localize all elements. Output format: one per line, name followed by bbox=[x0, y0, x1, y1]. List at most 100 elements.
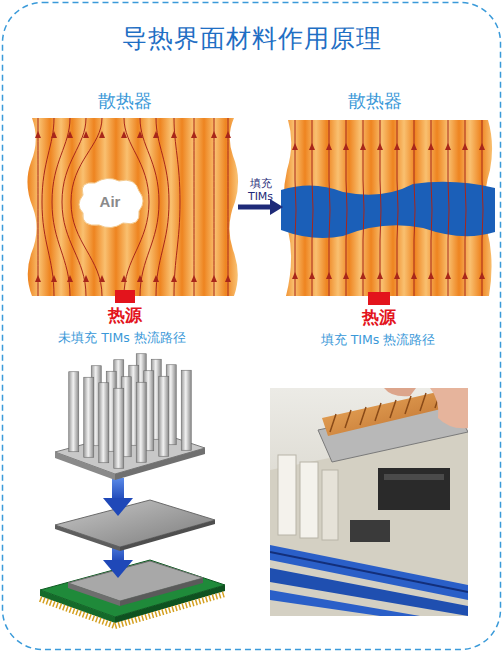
heat-sink-panel-outline-part bbox=[27, 118, 238, 296]
motherboard-photo-part-part bbox=[330, 414, 336, 432]
motherboard-photo-part bbox=[378, 468, 450, 510]
heat-sink-panel-outline-part bbox=[211, 131, 217, 138]
heat-sink-title: 散热器 bbox=[250, 90, 500, 112]
exploded-cooler-illustration-part bbox=[55, 500, 215, 547]
path-caption: 未填充 TIMs 热流路径 bbox=[32, 330, 212, 345]
heat-sink-panel-outline-part bbox=[67, 131, 73, 138]
heat-sink-panel-outline-part bbox=[326, 272, 332, 279]
heat-sink-panel-outline-part bbox=[52, 118, 70, 296]
heat-sink-panel-outline-part bbox=[309, 143, 315, 150]
exploded-cooler-illustration-part-part bbox=[99, 383, 109, 463]
heat-sink-panel-outline-part bbox=[343, 143, 349, 150]
exploded-cooler-illustration-part bbox=[120, 578, 203, 606]
exploded-cooler-illustration-part bbox=[69, 354, 192, 469]
exploded-cooler-illustration bbox=[40, 354, 225, 626]
heat-sink-panel-outline-part bbox=[121, 275, 127, 282]
exploded-cooler-illustration-part bbox=[68, 583, 120, 606]
exploded-cooler-illustration-part-part bbox=[181, 370, 191, 450]
heat-sink-panel-outline-part bbox=[479, 143, 485, 150]
motherboard-photo-part-part bbox=[345, 410, 351, 428]
heat-sink-panel-outline-part bbox=[83, 131, 89, 138]
motherboard-photo-part bbox=[300, 462, 318, 538]
heat-sink-panel-outline-part bbox=[343, 272, 349, 279]
exploded-cooler-illustration-part-part bbox=[159, 376, 169, 456]
heat-sink-panel-outline-part bbox=[156, 118, 169, 296]
heat-sink-panel-outline-part bbox=[174, 118, 180, 296]
heat-sink-panel-outline-part bbox=[326, 143, 332, 150]
air-label: Air bbox=[75, 193, 145, 211]
heat-sink-panel-outline bbox=[283, 120, 493, 296]
exploded-cooler-illustration-part-part bbox=[136, 382, 146, 462]
exploded-cooler-illustration-part-part bbox=[69, 372, 79, 452]
heat-sink-panel-outline-part bbox=[309, 272, 315, 279]
heat-sink-panel-outline-part bbox=[411, 143, 417, 150]
heat-sink-panel-outline-part bbox=[194, 118, 195, 296]
heat-sink-panel-outline-part bbox=[479, 272, 485, 279]
dashed-frame bbox=[3, 3, 501, 650]
heat-sink-panel-outline-part bbox=[191, 275, 197, 282]
motherboard-photo-part bbox=[350, 520, 390, 542]
heat-sink-panel-outline-part bbox=[171, 131, 177, 138]
heat-sink-panel-outline-part bbox=[137, 131, 143, 138]
heat-source: 热源 bbox=[368, 292, 390, 305]
heat-sink-panel-outline-part bbox=[140, 118, 159, 296]
heat-source-label: 热源 bbox=[339, 307, 419, 327]
exploded-cooler-illustration-part-part bbox=[84, 377, 94, 457]
heat-sink-panel-outline-part bbox=[51, 275, 57, 282]
heat-sink-panel-outline-part bbox=[38, 118, 39, 296]
heat-sink-panel-outline-part bbox=[228, 118, 229, 296]
path-caption: 填充 TIMs 热流路径 bbox=[288, 332, 468, 347]
motherboard-photo-part bbox=[384, 474, 444, 480]
motherboard-photo-part-part bbox=[405, 396, 411, 414]
heat-sink-panel-outline-part bbox=[428, 143, 434, 150]
heat-sink-panel-outline-part bbox=[394, 143, 400, 150]
heat-sink-panel-outline-part bbox=[411, 272, 417, 279]
heat-sink-panel-outline-part bbox=[225, 275, 231, 282]
arrow-label: 填充 TIMs bbox=[239, 177, 283, 203]
heat-sink-panel-outline-part bbox=[191, 131, 197, 138]
motherboard-photo-part bbox=[270, 552, 468, 592]
exploded-cooler-illustration-part bbox=[112, 478, 124, 500]
heat-sink-panel-outline-part bbox=[153, 131, 159, 138]
heat-sink-panel-outline-part bbox=[99, 131, 105, 138]
heat-sink-panel-outline-part bbox=[292, 143, 298, 150]
heat-sink-panel-outline-part bbox=[377, 143, 383, 150]
heat-sink-panel-outline-part bbox=[462, 143, 468, 150]
motherboard-photo-part-part bbox=[420, 393, 426, 411]
heat-source-outline-part bbox=[368, 292, 390, 305]
heat-sink-panel-outline-part bbox=[99, 275, 105, 282]
heat-sink-panel-outline-part bbox=[211, 275, 217, 282]
heat-sink-panel-outline-part bbox=[137, 275, 143, 282]
heat-source-outline bbox=[368, 292, 390, 305]
motherboard-photo-part-part bbox=[360, 407, 366, 425]
motherboard-photo-part-part bbox=[390, 400, 396, 418]
heat-sink-panel-outline-part bbox=[35, 131, 41, 138]
heat-sink-panel-outline-part bbox=[360, 143, 366, 150]
motherboard-photo-part bbox=[270, 590, 420, 616]
heat-sink-panel-outline-part bbox=[360, 272, 366, 279]
arrow-shaft bbox=[238, 205, 270, 210]
motherboard-photo-part bbox=[384, 388, 416, 396]
heat-sink-panel-outline-part bbox=[445, 272, 451, 279]
motherboard-photo-part bbox=[270, 568, 468, 616]
diagram-title: 导热界面材料作用原理 bbox=[0, 24, 503, 54]
heat-sink-panel-outline-part bbox=[83, 275, 89, 282]
heat-sink-panel: 散热器Air热源 bbox=[28, 118, 238, 296]
heat-sink-panel-outline-part bbox=[225, 131, 231, 138]
motherboard-photo-part bbox=[278, 455, 296, 535]
heat-sink-panel-outline-part bbox=[377, 272, 383, 279]
exploded-cooler-illustration-part bbox=[103, 498, 133, 516]
motherboard-photo-part bbox=[430, 388, 468, 428]
heat-source: 热源 bbox=[115, 290, 135, 303]
heat-source-label: 热源 bbox=[85, 305, 165, 325]
motherboard-photo-part-part bbox=[375, 403, 381, 421]
heat-sink-panel: 散热器热源 bbox=[283, 120, 493, 296]
motherboard-photo-part bbox=[322, 470, 338, 540]
heat-sink-panel-outline-part bbox=[153, 275, 159, 282]
heat-sink-panel-outline-part bbox=[35, 275, 41, 282]
heat-sink-panel-outline-part bbox=[171, 275, 177, 282]
heat-sink-panel-outline-part bbox=[121, 131, 127, 138]
